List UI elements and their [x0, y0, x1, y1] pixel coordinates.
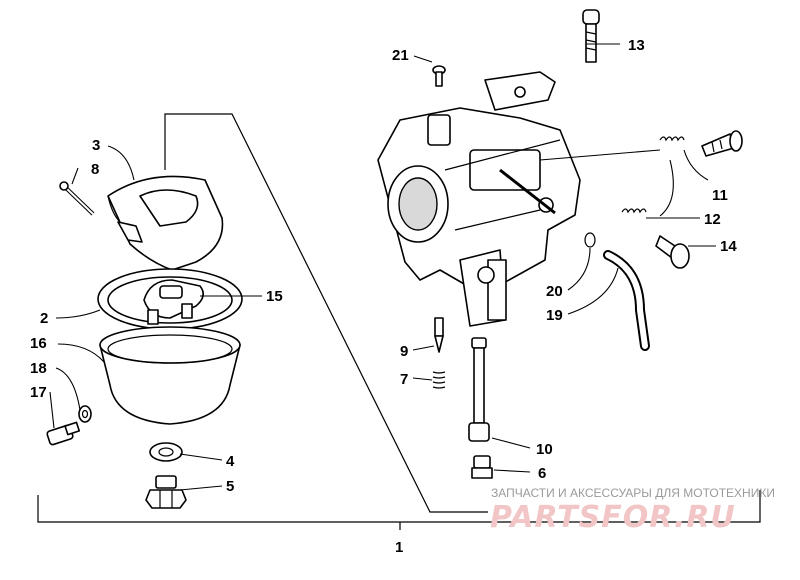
callout-16: 16 [30, 335, 47, 352]
callout-6: 6 [538, 465, 546, 482]
callout-19: 19 [546, 307, 563, 324]
callout-10: 10 [536, 441, 553, 458]
bowl-bolt [145, 475, 187, 509]
callout-3: 3 [92, 137, 100, 154]
callout-labels: 3 8 2 16 18 17 15 4 5 1 13 21 11 12 14 2… [30, 37, 737, 556]
springs [621, 136, 685, 214]
assembly-bracket [37, 113, 761, 530]
hose-clip [584, 232, 596, 248]
callout-20: 20 [546, 283, 563, 300]
callout-11: 11 [712, 187, 728, 204]
fuel-hose [603, 250, 650, 351]
callout-14: 14 [720, 238, 737, 255]
float-bowl [99, 326, 241, 425]
callout-17: 17 [30, 384, 47, 401]
drain-screw [46, 421, 81, 446]
float [143, 279, 204, 325]
needle-spring [432, 371, 446, 389]
leader-lines [49, 43, 716, 491]
watermark-logo: PARTSFOR.RU [490, 500, 736, 535]
carburetor-body [377, 71, 581, 327]
callout-1: 1 [395, 539, 403, 556]
float-pin [59, 181, 95, 216]
callout-9: 9 [400, 343, 408, 360]
callout-5: 5 [226, 478, 234, 495]
callout-18: 18 [30, 360, 47, 377]
callout-21: 21 [392, 47, 409, 64]
drain-washer [78, 405, 92, 423]
watermark-subtitle: ЗАПЧАСТИ И АКСЕССУАРЫ ДЛЯ МОТОТЕХНИКИ [491, 486, 775, 500]
callout-4: 4 [226, 453, 235, 470]
mixture-screw [701, 130, 743, 157]
main-jet [471, 455, 493, 479]
callout-15: 15 [266, 288, 283, 305]
callout-12: 12 [704, 211, 721, 228]
callout-7: 7 [400, 371, 408, 388]
callout-8: 8 [91, 161, 99, 178]
callout-2: 2 [40, 310, 48, 327]
small-screw [432, 65, 446, 87]
sealing-washer [149, 442, 183, 462]
idle-screw-top [582, 9, 600, 63]
main-nozzle [468, 337, 490, 442]
callout-13: 13 [628, 37, 645, 54]
float-bowl-cover [107, 175, 224, 271]
float-needle [434, 317, 444, 353]
throttle-stop-screw [655, 235, 690, 269]
